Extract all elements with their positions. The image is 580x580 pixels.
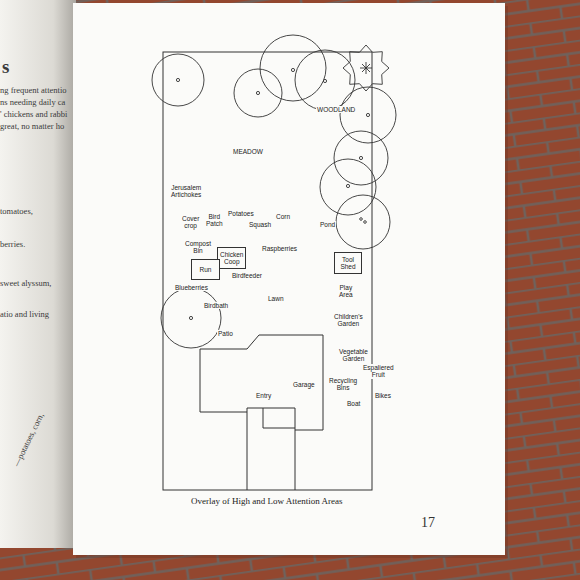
body-text-fragment: ' chickens and rabbi — [0, 110, 67, 120]
area-label: Recycling Bins — [328, 377, 358, 392]
tree-circle — [320, 159, 376, 215]
trunk-dot — [364, 221, 367, 224]
trunk-dot — [256, 91, 259, 94]
area-label: Cover crop — [181, 215, 200, 230]
house-outline: GarageEntry — [199, 334, 325, 491]
chicken-coop-box: Chicken Coop — [217, 247, 246, 269]
area-label: Bikes — [374, 392, 392, 399]
box-label: Tool Shed — [340, 256, 355, 270]
trunk-dot — [323, 79, 326, 82]
building-label: Entry — [255, 392, 272, 399]
tree-canopies — [152, 35, 396, 348]
tree-circle — [152, 54, 204, 106]
trunk-dot — [366, 113, 369, 116]
left-page — [0, 0, 76, 548]
area-label: Boat — [346, 400, 361, 407]
house-walls — [200, 335, 323, 490]
body-text-fragment: ns needing daily ca — [0, 98, 65, 108]
body-text-fragment: —potatoes, corn, — [12, 412, 46, 469]
area-label: Birdfeeder — [231, 272, 263, 279]
area-label: Compost Bin — [184, 240, 212, 255]
area-label: Blueberries — [174, 284, 209, 291]
body-text-fragment: berries. — [0, 240, 25, 250]
body-text-fragment: sweet alyssum, — [0, 279, 51, 289]
area-label: Bird Patch — [205, 213, 224, 228]
area-label: Espaliered Fruit — [362, 364, 395, 379]
area-label: Pond — [319, 221, 336, 228]
area-label: WOODLAND — [316, 106, 356, 113]
house-outline-shape — [199, 334, 325, 491]
page-number: 17 — [421, 515, 435, 531]
tree-circle — [161, 288, 221, 348]
area-label: Jerusalem Artichokes — [170, 184, 202, 199]
tree-circle — [260, 35, 326, 101]
body-text-fragment: tomatoes, — [0, 207, 33, 217]
trunk-dot — [189, 316, 192, 319]
heading-fragment: s — [2, 56, 9, 78]
box-label: Run — [200, 266, 212, 273]
figure-caption: Overlay of High and Low Attention Areas — [191, 496, 342, 506]
trunk-dot — [346, 184, 349, 187]
garden-boundary — [163, 52, 372, 490]
box-label: Chicken Coop — [220, 251, 243, 265]
trunk-dot — [360, 218, 363, 221]
area-label: Squash — [248, 221, 272, 228]
area-label: Children's Garden — [333, 313, 364, 328]
tree-trunks — [176, 68, 369, 319]
tree-star-canopy — [343, 45, 389, 91]
area-label: MEADOW — [232, 148, 264, 155]
area-label: Vegetable Garden — [338, 348, 369, 363]
tool-shed-box: Tool Shed — [334, 252, 362, 274]
area-label: Raspberries — [261, 245, 298, 252]
run-box: Run — [191, 259, 220, 280]
trunk-dot — [359, 156, 362, 159]
right-page — [73, 3, 505, 555]
tree-circle — [234, 69, 282, 117]
area-label: Lawn — [267, 295, 285, 302]
area-label: Patio — [217, 330, 234, 337]
area-label: Birdbath — [203, 302, 229, 309]
body-text-fragment: atio and living — [0, 310, 49, 320]
body-text-fragment: ng frequent attentio — [0, 86, 67, 96]
area-label: Potatoes — [227, 210, 255, 217]
tree-star-mark — [360, 62, 372, 74]
body-text-fragment: great, no matter ho — [0, 122, 64, 132]
tree-circle — [295, 50, 355, 110]
area-label: Play Area — [338, 284, 354, 299]
trunk-dot — [291, 68, 294, 71]
tree-circle — [336, 195, 390, 249]
trunk-dot — [176, 78, 179, 81]
building-label: Garage — [292, 381, 316, 388]
tree-circle — [334, 131, 388, 185]
area-label: Corn — [275, 213, 291, 220]
